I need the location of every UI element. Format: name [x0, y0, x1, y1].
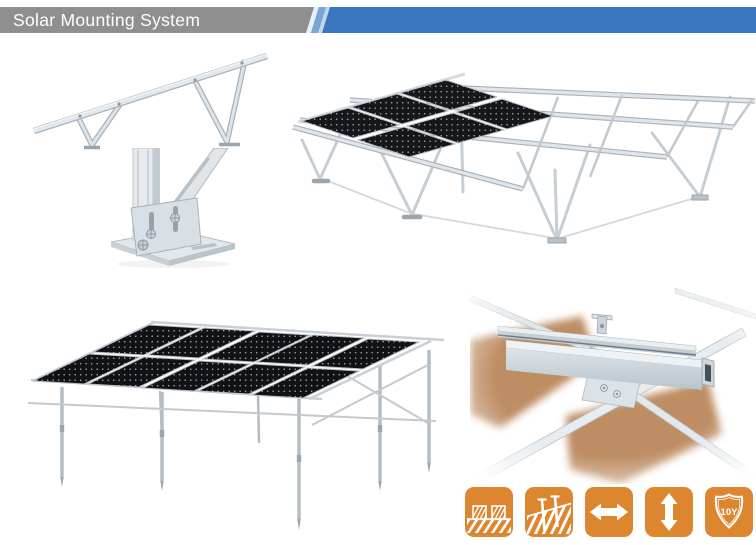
figure-rail-joint-closeup: [470, 288, 756, 484]
horizontal-adjust-arrow-icon: [585, 487, 633, 537]
warranty-shield-icon: 10Y: [705, 487, 753, 537]
concrete-foundation-icon: [465, 487, 513, 537]
figure-base-foot-detail: [110, 148, 236, 268]
vertical-adjust-arrow-icon: [645, 487, 693, 537]
feature-icons-row: 10Y: [465, 487, 753, 537]
warranty-years-label: 10Y: [721, 507, 739, 518]
header-banner: Solar Mounting System: [0, 7, 756, 33]
figure-triangle-bracket: [33, 52, 268, 150]
figure-complete-array: [27, 320, 445, 530]
page-title: Solar Mounting System: [13, 10, 201, 30]
header-banner-graphic: [0, 7, 756, 33]
ground-screw-icon: [525, 487, 573, 537]
figure-frame-array: [292, 72, 756, 245]
